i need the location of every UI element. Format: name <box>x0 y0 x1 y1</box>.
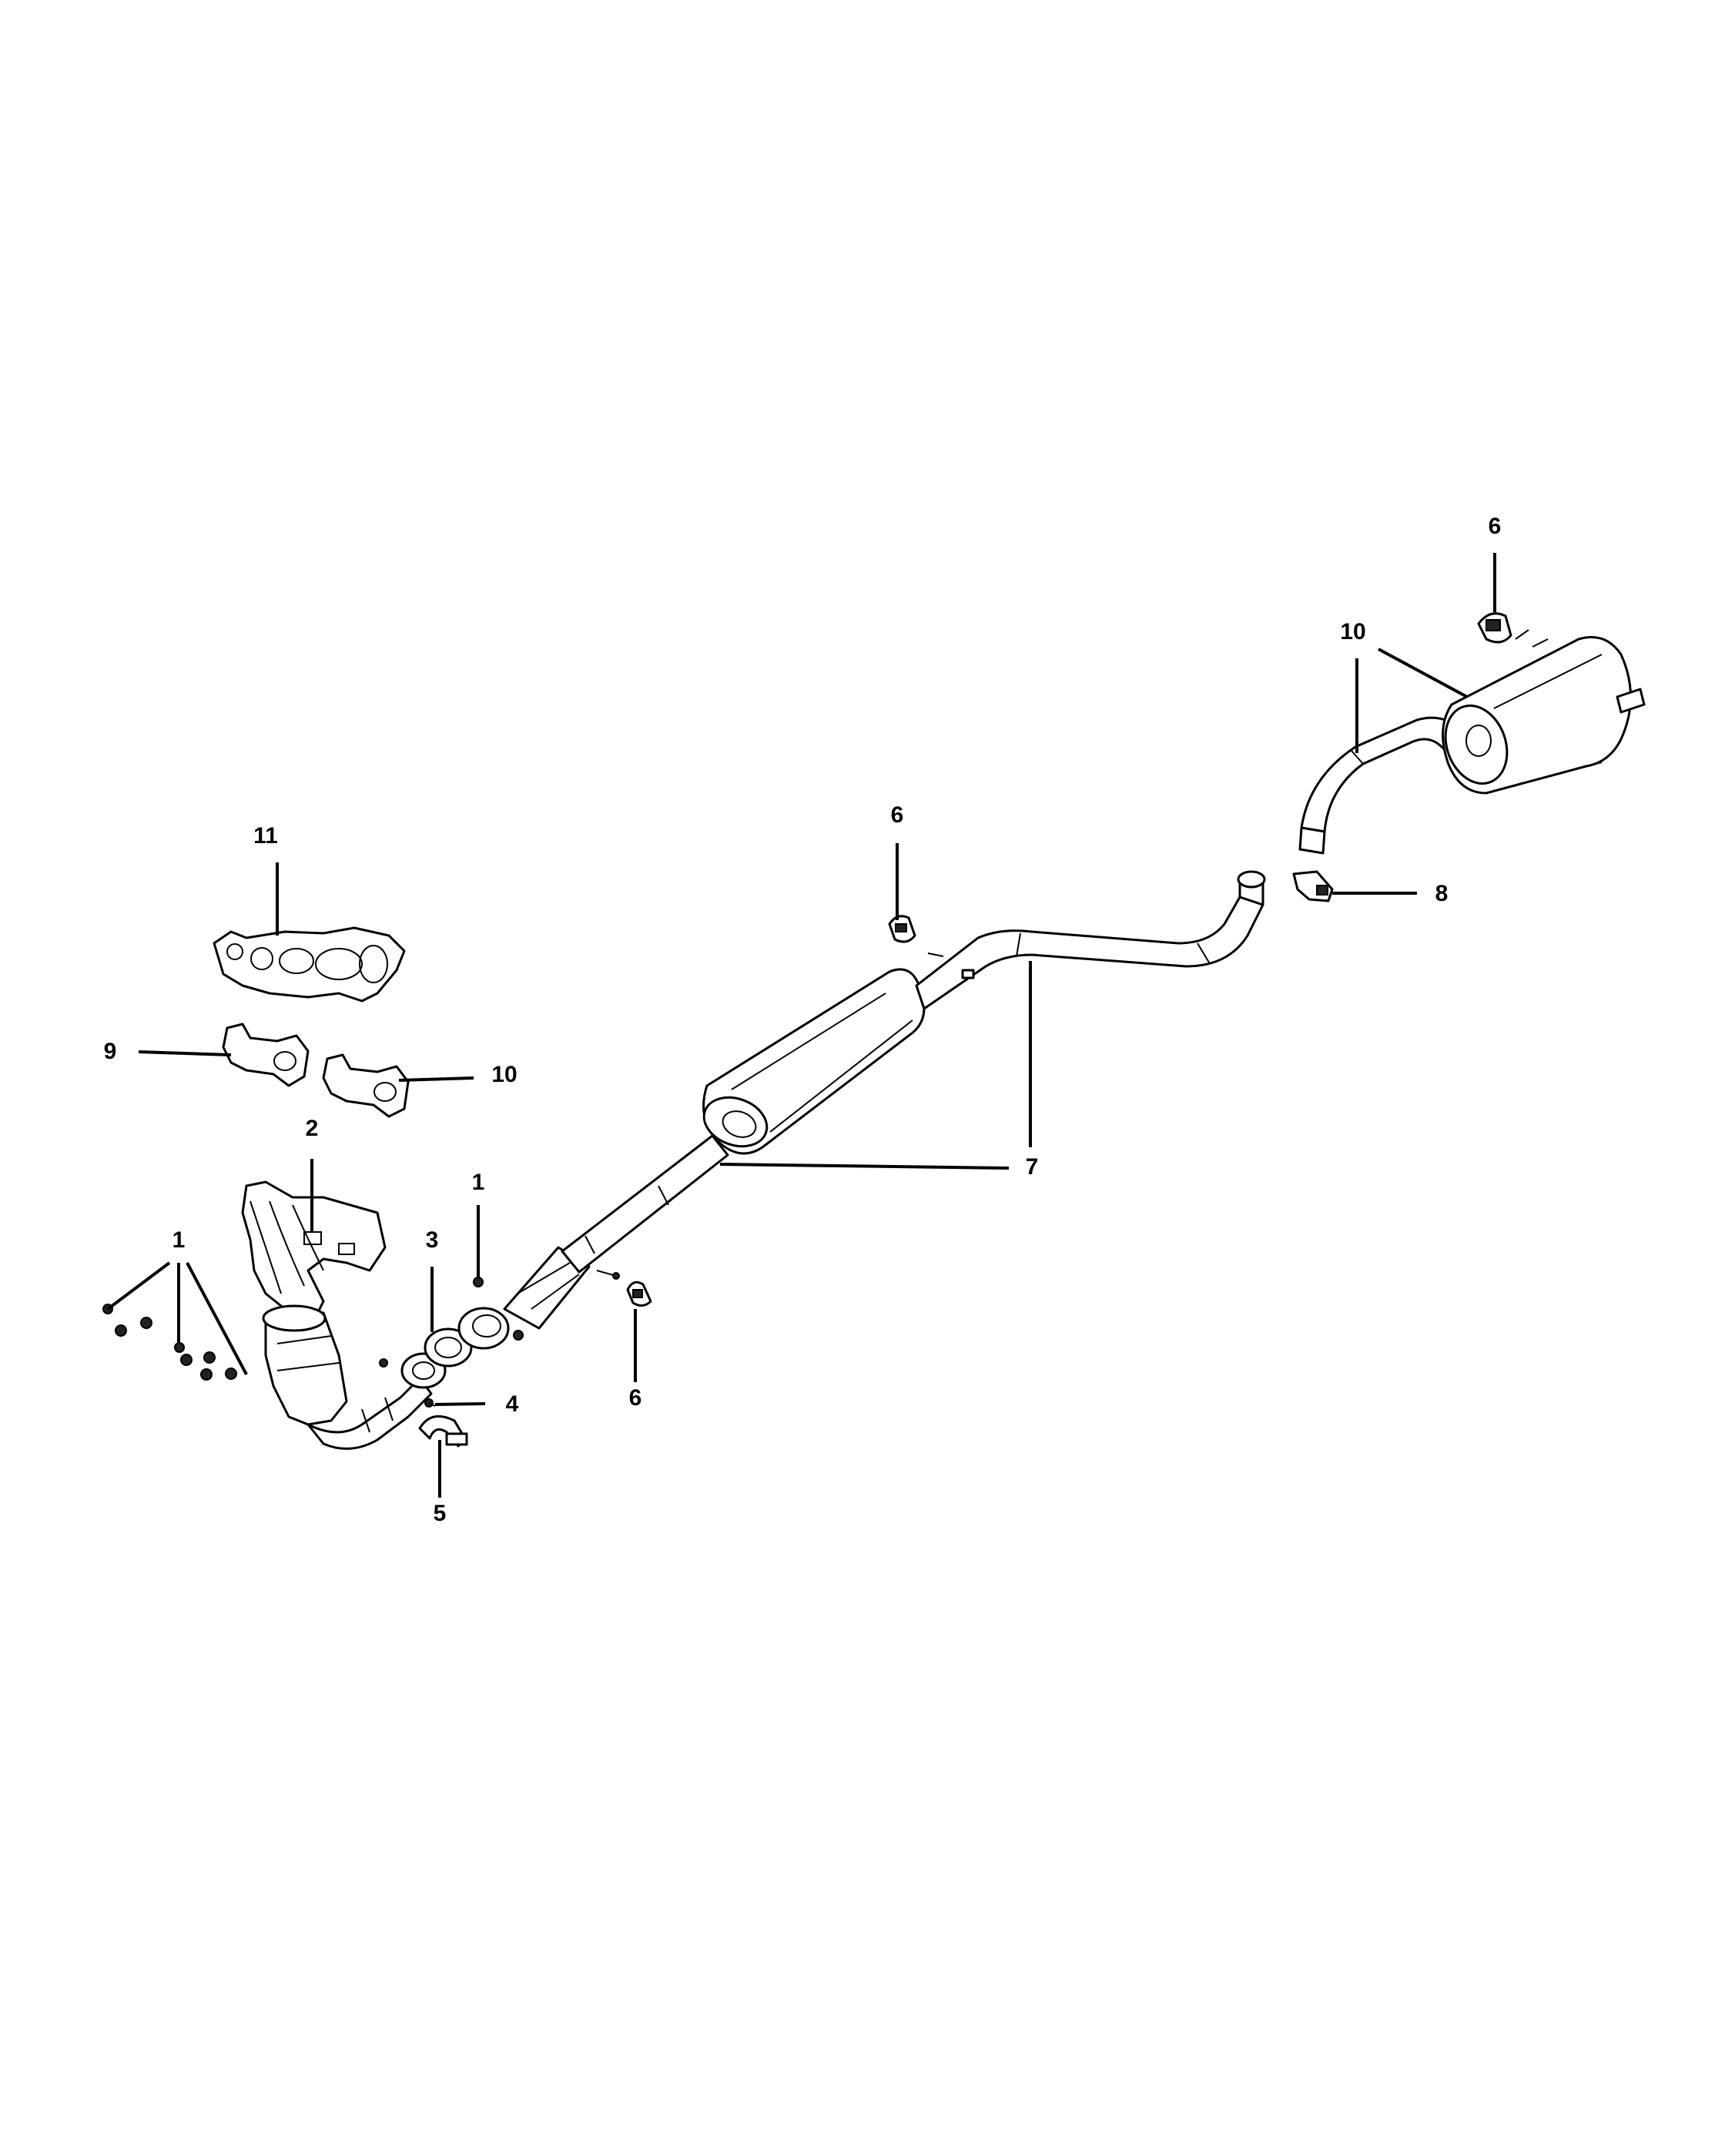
callout-6-front: 6 <box>629 1385 642 1411</box>
part-nuts <box>102 1277 524 1381</box>
part-small-bolt <box>596 1270 620 1280</box>
callout-11: 11 <box>253 823 278 849</box>
callout-10-right: 10 <box>491 1062 517 1087</box>
callout-labels: 11 9 10 2 1 1 3 4 5 6 6 6 <box>104 514 1502 1526</box>
callout-1-left: 1 <box>172 1227 186 1253</box>
callout-1-right: 1 <box>472 1170 485 1195</box>
callout-5: 5 <box>434 1501 447 1526</box>
callout-6-rear: 6 <box>1489 514 1502 539</box>
callout-9: 10 <box>1340 619 1365 644</box>
part-manifold-gasket <box>213 926 406 1003</box>
part-rear-clamp <box>1292 870 1334 902</box>
part-clamp <box>418 1414 468 1448</box>
callout-2: 2 <box>306 1116 319 1141</box>
part-flange-gasket-right <box>322 1053 410 1118</box>
part-intermediate-pipe-muffler <box>503 870 1266 1330</box>
callout-10-left: 9 <box>104 1039 117 1064</box>
callout-3: 3 <box>426 1227 439 1253</box>
part-rear-muffler <box>1298 636 1646 855</box>
part-flange-gasket-left <box>222 1023 310 1087</box>
callout-7: 7 <box>1026 1154 1039 1180</box>
part-manifold-catalytic-converter <box>241 1180 433 1450</box>
part-hanger-mid <box>888 915 916 943</box>
part-donut-gasket <box>424 1327 473 1368</box>
callout-4: 4 <box>506 1391 519 1417</box>
part-bolt <box>424 1398 436 1408</box>
part-hanger-rear <box>1477 612 1529 644</box>
part-pipe-front-flange <box>457 1307 510 1350</box>
callout-6-mid: 6 <box>891 802 904 828</box>
callout-8: 8 <box>1435 881 1449 906</box>
part-hanger-front <box>626 1281 652 1307</box>
